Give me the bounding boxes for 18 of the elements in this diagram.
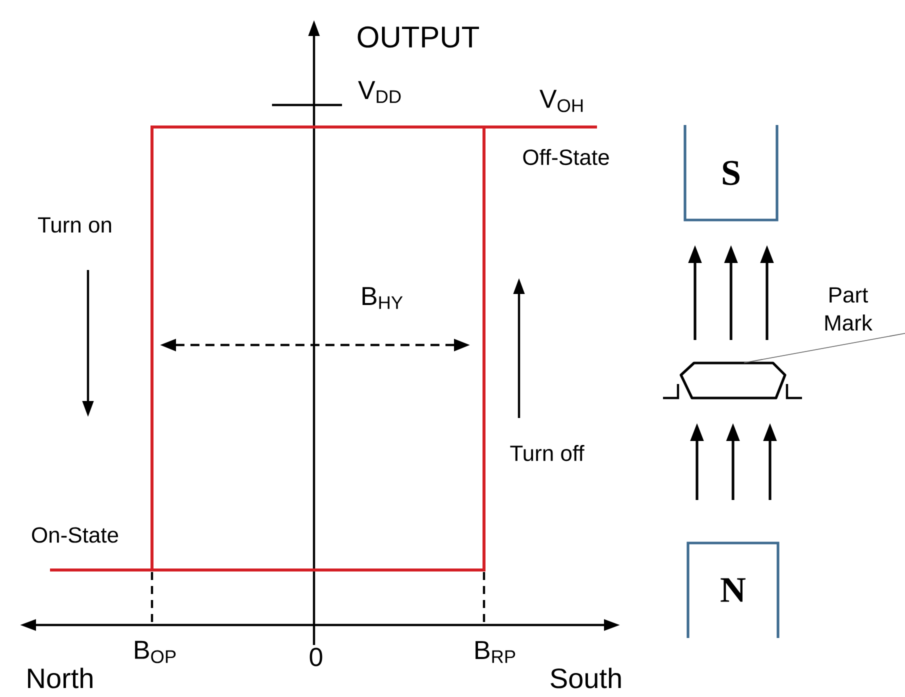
axis-label: B$_{HY}$ xyxy=(362,287,403,309)
axis-label: On-State xyxy=(32,527,118,543)
axis-label: V$_{OH}$ xyxy=(540,90,583,112)
chip-drawing xyxy=(662,362,804,400)
axis-label: B$_{OP}$ xyxy=(135,640,176,664)
axis-label: B$_{RP}$ xyxy=(476,641,516,663)
magnet: S xyxy=(684,125,778,222)
axis-label: North xyxy=(28,668,92,688)
axis-label: OUTPUT xyxy=(358,26,479,48)
axis-label: V$_{DD}$ xyxy=(358,81,401,103)
axis-label: Turn on xyxy=(38,217,112,233)
axis-label: Off-State xyxy=(523,148,609,166)
axis-label: Turn off xyxy=(510,444,584,462)
magnet: N xyxy=(686,542,780,638)
part-label: Part Mark xyxy=(825,287,872,331)
axis-label: South xyxy=(550,668,621,688)
leader-line xyxy=(744,332,905,364)
axis-label: 0 xyxy=(310,648,322,666)
